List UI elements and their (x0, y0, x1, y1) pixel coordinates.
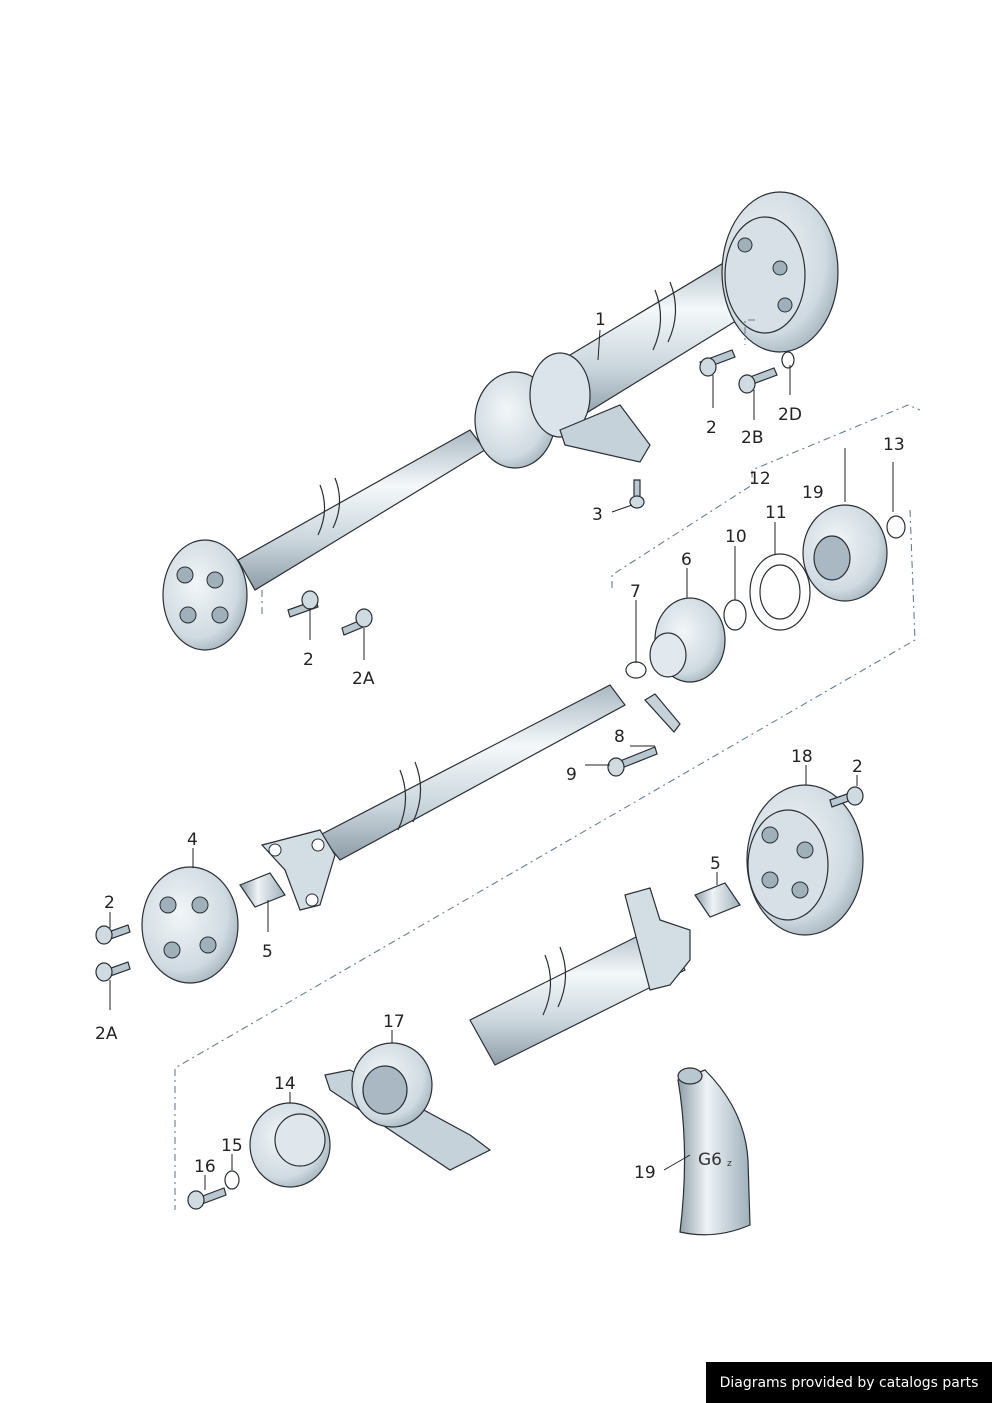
callout-2a: 2A (95, 1024, 118, 1044)
callout-2: 2 (706, 418, 717, 438)
callout-2: 2 (303, 650, 314, 670)
shaft-assembly-middle (260, 504, 906, 911)
tube-label: G6 (698, 1150, 722, 1170)
callout-14: 14 (274, 1074, 296, 1094)
callout-9: 9 (566, 765, 577, 785)
bolt-group-upper (287, 349, 795, 636)
callout-17: 17 (383, 1012, 405, 1032)
flex-disc-lower-left (95, 866, 286, 984)
callout-2a: 2A (352, 669, 375, 689)
callout-18: 18 (791, 747, 813, 767)
callout-labels: 1 2 2B 2D 3 2 2A 12 19 13 11 10 6 7 8 9 … (95, 310, 905, 1183)
callout-2b: 2B (741, 428, 763, 448)
callout-19: 19 (802, 483, 824, 503)
grease-tube: G6 z (677, 1067, 751, 1236)
callout-6: 6 (681, 550, 692, 570)
callout-7: 7 (630, 582, 641, 602)
callout-2: 2 (104, 893, 115, 913)
callout-12: 12 (749, 469, 771, 489)
callout-16: 16 (194, 1157, 216, 1177)
callout-11: 11 (765, 503, 787, 523)
leader-lines (109, 329, 894, 1190)
callout-2: 2 (852, 757, 863, 777)
shaft-assembly-lower (187, 784, 864, 1210)
callout-19: 19 (634, 1163, 656, 1183)
callout-10: 10 (725, 527, 747, 547)
callout-8: 8 (614, 727, 625, 747)
shaft-assembly-upper (162, 191, 839, 651)
callout-3: 3 (592, 505, 603, 525)
credit-banner: Diagrams provided by catalogs parts (706, 1362, 992, 1403)
credit-text: Diagrams provided by catalogs parts (719, 1374, 979, 1391)
callout-13: 13 (883, 435, 905, 455)
tube-label-suffix: z (727, 1159, 732, 1169)
callout-4: 4 (187, 830, 198, 850)
callout-5: 5 (710, 854, 721, 874)
callout-5: 5 (262, 942, 273, 962)
callout-1: 1 (595, 310, 606, 330)
assembly-boundaries (174, 319, 921, 1210)
callout-15: 15 (221, 1136, 243, 1156)
callout-2d: 2D (778, 405, 802, 425)
